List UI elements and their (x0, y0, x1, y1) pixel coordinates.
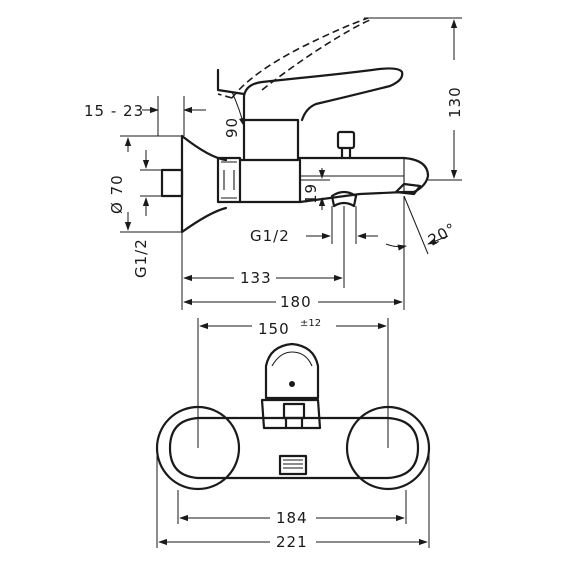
lever-handle (242, 67, 404, 122)
connection-nut (216, 156, 242, 204)
label-g12-mid: G1/2 (250, 227, 290, 245)
front-extension-lines (156, 318, 430, 548)
dim-20-deg: 20° (385, 219, 460, 251)
label-130: 130 (446, 86, 464, 118)
dim-19: 19 (302, 168, 326, 210)
dim-221: 221 (158, 533, 428, 551)
side-view (160, 17, 430, 234)
dim-diameter-70: Ø 70 (108, 137, 132, 231)
label-g12-left: G1/2 (132, 238, 150, 278)
dim-133: 133 (183, 269, 343, 287)
label-133: 133 (240, 269, 272, 287)
wall-rosette (180, 134, 228, 234)
diverter-front (282, 402, 306, 420)
dim-g12-left: G1/2 (132, 150, 150, 278)
diverter-knob (336, 130, 356, 150)
label-20-deg: 20° (425, 219, 460, 249)
label-184: 184 (276, 509, 308, 527)
mixer-body (238, 118, 302, 204)
label-15-23: 15 - 23 (84, 102, 144, 120)
dim-150: 150 ±12 (199, 318, 387, 338)
front-body (168, 416, 420, 480)
label-150: 150 (258, 320, 290, 338)
dim-180: 180 (183, 293, 403, 311)
label-diameter-70: Ø 70 (108, 174, 126, 214)
lever-raised-outline (231, 17, 371, 99)
spout (296, 156, 430, 204)
label-150-tolerance: ±12 (300, 318, 321, 329)
dim-130: 130 (446, 19, 464, 179)
central-housing (260, 398, 322, 430)
label-221: 221 (276, 533, 308, 551)
lever-front (264, 342, 320, 400)
label-90: 90 (223, 117, 241, 138)
spout-outlet (278, 454, 308, 476)
dim-184: 184 (179, 509, 405, 527)
dim-15-23: 15 - 23 (84, 96, 206, 136)
dim-90: 90 (223, 91, 246, 138)
inlet-nipple (160, 168, 184, 198)
dim-g12-mid: G1/2 (250, 206, 378, 245)
label-19: 19 (302, 183, 320, 204)
label-180: 180 (280, 293, 312, 311)
extension-lines (120, 17, 462, 310)
lever-dot (289, 381, 295, 387)
